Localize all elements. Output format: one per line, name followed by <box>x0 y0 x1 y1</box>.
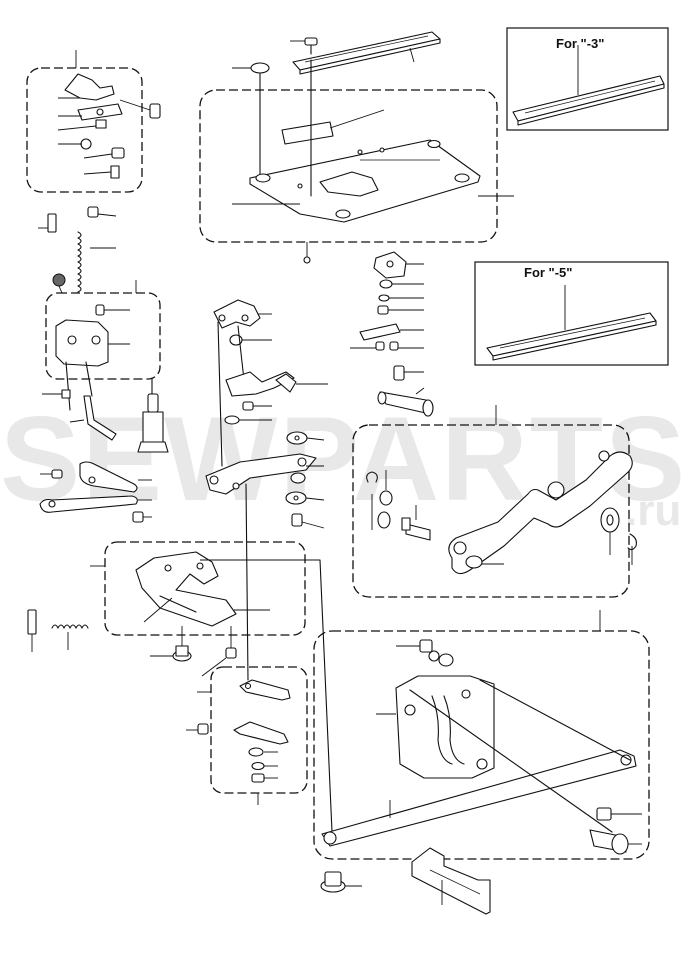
group-outline-top-left <box>26 67 143 193</box>
inset-label-for-3: For "-3" <box>556 36 605 51</box>
watermark-suffix: .ru <box>625 486 681 535</box>
inset-label-for-5: For "-5" <box>524 265 573 280</box>
left-lower-pin-spring <box>27 609 89 652</box>
group-outline-center-bracket <box>104 541 306 636</box>
inset-box-for-3 <box>506 27 669 131</box>
center-bracket <box>90 551 320 677</box>
center-feed-links <box>205 299 333 833</box>
group-outline-right-mid <box>352 424 630 598</box>
slide-plate-variant-5 <box>486 285 657 361</box>
right-small-parts-column <box>350 251 497 425</box>
left-lower-links <box>39 461 152 523</box>
group-outline-left-mid <box>45 292 161 380</box>
throat-plate-assembly <box>232 31 514 264</box>
small-center-parts <box>186 679 291 805</box>
group-outline-bottom-right <box>313 630 650 860</box>
left-springs-and-pins <box>38 206 117 294</box>
group-outline-small-center <box>210 666 308 794</box>
left-mid-link-block <box>42 280 169 453</box>
slide-plate-variant-3 <box>512 45 665 126</box>
right-mid-crank-assembly <box>366 450 637 575</box>
watermark: SEWPARTS .ru <box>0 392 685 535</box>
bottom-right-adjuster <box>320 610 642 915</box>
group-outline-throat-plate <box>199 89 498 243</box>
top-left-feed-parts <box>57 50 161 179</box>
